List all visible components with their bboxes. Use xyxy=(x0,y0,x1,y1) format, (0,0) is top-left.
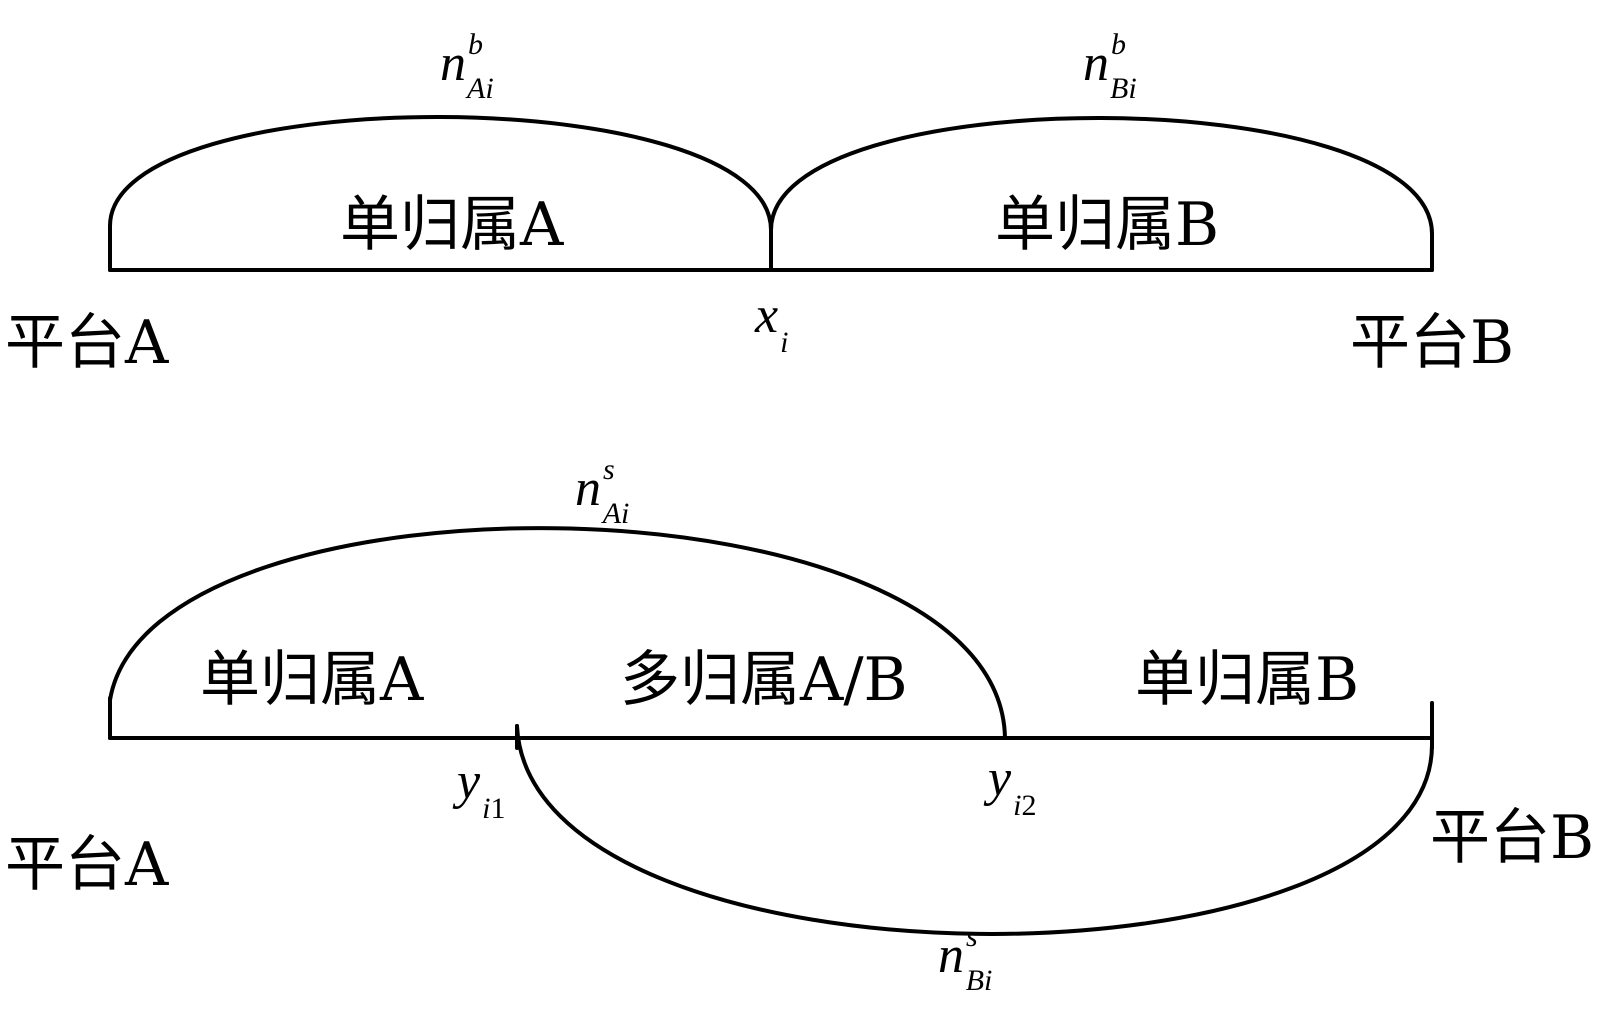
top-left-arc xyxy=(108,115,773,232)
bottom-platform-a-label: 平台A xyxy=(5,830,169,900)
bottom-region-single-b: 单归属B xyxy=(1135,645,1359,715)
top-region-single-b: 单归属B xyxy=(995,190,1219,260)
bottom-region-single-a: 单归属A xyxy=(200,645,424,715)
bottom-point-yi1-label: yi1 xyxy=(452,753,505,825)
bottom-platform-b-label: 平台B xyxy=(1430,803,1594,873)
bottom-point-yi2-label: yi2 xyxy=(983,750,1036,822)
top-right-arc xyxy=(769,116,1434,236)
top-region-single-a: 单归属A xyxy=(340,190,564,260)
top-platform-a-label: 平台A xyxy=(5,308,169,378)
bottom-region-multi-ab: 多归属A/B xyxy=(620,645,908,715)
bottom-lower-arc xyxy=(515,724,1434,936)
top-platform-b-label: 平台B xyxy=(1350,308,1514,378)
bottom-upper-arc xyxy=(108,526,1007,740)
top-split-point-label: xi xyxy=(754,287,788,359)
